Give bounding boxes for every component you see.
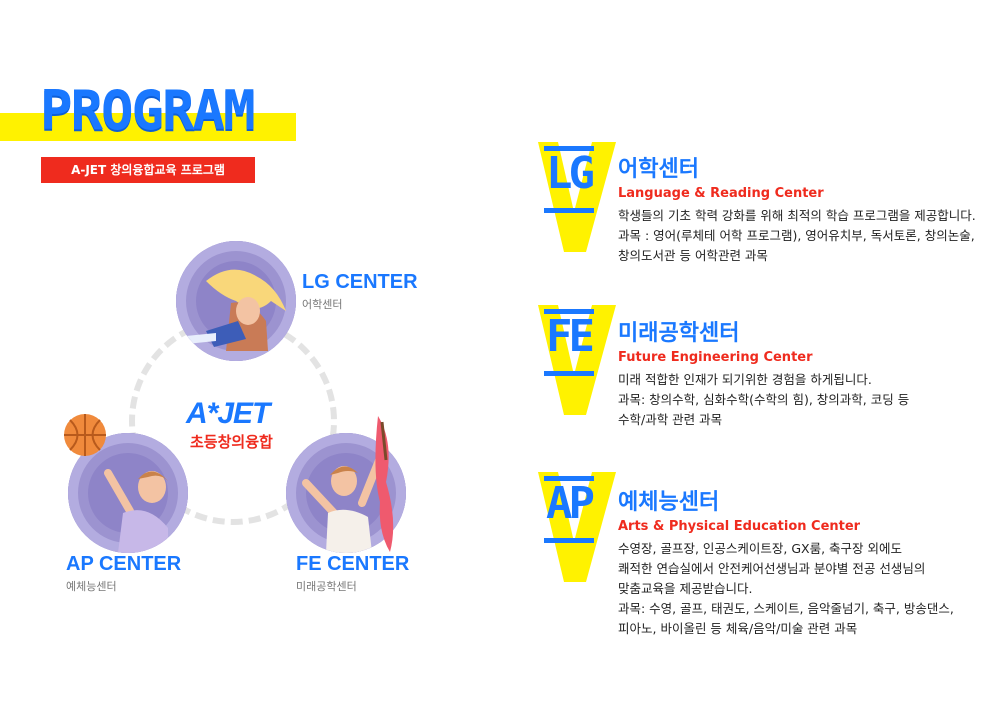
description-line: 과목: 수영, 골프, 태권도, 스케이트, 음악줄넘기, 축구, 방송댄스, <box>618 601 954 616</box>
page-title: PROGRAM <box>40 79 256 142</box>
badge-top-bar <box>544 309 594 314</box>
description-line: 과목 : 영어(루체테 어학 프로그램), 영어유치부, 독서토론, 창의논술, <box>618 228 975 243</box>
basketball-icon <box>64 414 106 456</box>
program-description: 학생들의 기초 학력 강화를 위해 최적의 학습 프로그램을 제공합니다. 과목… <box>618 206 976 266</box>
yellow-check-icon <box>538 142 616 252</box>
badge-bottom-bar <box>544 538 594 543</box>
program-title: 어학센터 <box>618 157 699 182</box>
description-line: 과목: 창의수학, 심화수학(수학의 힘), 창의과학, 코딩 등 <box>618 392 910 407</box>
badge-bottom-bar <box>544 371 594 376</box>
lg-center-korean-label: 어학센터 <box>302 298 343 311</box>
title-highlight-bar <box>0 113 296 141</box>
ap-program-section: 예체능센터 Arts & Physical Education Center 수… <box>618 489 954 639</box>
cheering-boy-icon <box>302 449 386 553</box>
playing-boy-icon <box>104 469 168 553</box>
badge-code: AP <box>546 478 595 529</box>
description-line: 쾌적한 연습실에서 안전케어선생님과 분야별 전공 선생님의 <box>618 561 926 576</box>
fe-center-label: FE CENTER <box>296 553 410 575</box>
program-english-title: Language & Reading Center <box>618 186 824 201</box>
ajet-subtitle: 초등창의융합 <box>190 433 273 451</box>
description-line: 수영장, 골프장, 인공스케이트장, GX룸, 축구장 외에도 <box>618 541 903 556</box>
fe-program-section: 미래공학센터 Future Engineering Center 미래 적합한 … <box>618 320 909 430</box>
paintbrush-icon <box>375 416 394 552</box>
program-description: 미래 적합한 인재가 되기위한 경험을 하게됩니다. 과목: 창의수학, 심화수… <box>618 370 909 430</box>
badge-code: FE <box>546 311 595 362</box>
lg-center-illustration <box>176 241 296 361</box>
fe-center-korean-label: 미래공학센터 <box>296 580 357 593</box>
program-title: 예체능센터 <box>618 490 720 515</box>
lg-center-label: LG CENTER <box>302 271 418 293</box>
reading-girl-icon <box>176 269 286 351</box>
description-line: 미래 적합한 인재가 되기위한 경험을 하게됩니다. <box>618 372 872 387</box>
fe-badge: FE <box>538 305 618 415</box>
yellow-check-icon <box>538 472 616 582</box>
badge-top-bar <box>544 146 594 151</box>
lg-program-section: 어학센터 Language & Reading Center 학생들의 기초 학… <box>618 156 976 266</box>
ajet-logo: A*JET <box>186 397 270 430</box>
ap-center-korean-label: 예체능센터 <box>66 580 117 593</box>
description-line: 창의도서관 등 어학관련 과목 <box>618 248 768 263</box>
program-title: 미래공학센터 <box>618 321 740 346</box>
program-description: 수영장, 골프장, 인공스케이트장, GX룸, 축구장 외에도 쾌적한 연습실에… <box>618 539 954 639</box>
description-line: 피아노, 바이올린 등 체육/음악/미술 관련 과목 <box>618 621 858 636</box>
description-line: 학생들의 기초 학력 강화를 위해 최적의 학습 프로그램을 제공합니다. <box>618 208 976 223</box>
yellow-check-icon <box>538 305 616 415</box>
badge-code: LG <box>546 148 595 199</box>
ap-badge: AP <box>538 472 618 582</box>
description-line: 수학/과학 관련 과목 <box>618 412 723 427</box>
lg-badge: LG <box>538 142 618 252</box>
description-line: 맞춤교육을 제공받습니다. <box>618 581 753 596</box>
page-subtitle-banner: A-JET 창의융합교육 프로그램 <box>41 157 255 183</box>
ap-center-label: AP CENTER <box>66 553 182 575</box>
program-english-title: Arts & Physical Education Center <box>618 519 861 534</box>
program-english-title: Future Engineering Center <box>618 350 813 365</box>
badge-top-bar <box>544 476 594 481</box>
badge-bottom-bar <box>544 208 594 213</box>
